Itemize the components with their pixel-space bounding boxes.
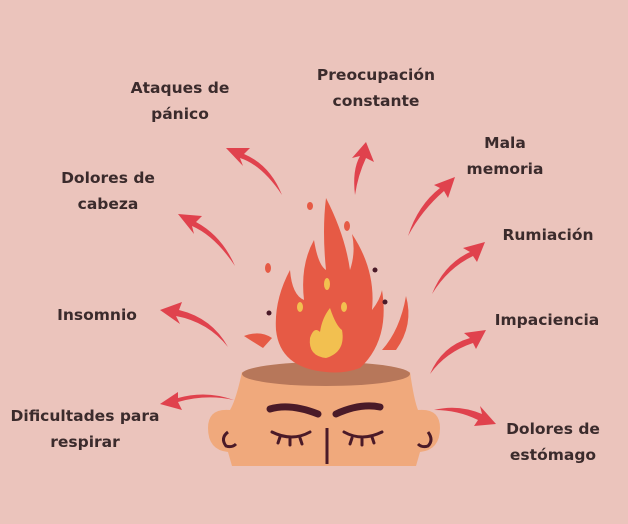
arrow-impatience: [430, 330, 486, 374]
label-line: Insomnio: [57, 306, 137, 324]
label-line: constante: [332, 92, 420, 110]
label-breathing-difficulty: Dificultades para respirar: [11, 403, 160, 455]
arrow-headache: [178, 214, 235, 266]
arrow-worry: [352, 142, 374, 195]
flame-icon: [244, 198, 409, 373]
label-stomach-ache: Dolores de estómago: [506, 416, 600, 468]
head-shape: [208, 372, 440, 466]
eyebrow-left: [266, 403, 322, 418]
label-line: Rumiación: [502, 226, 594, 244]
label-line: Ataques de: [130, 79, 230, 97]
label-line: Mala: [484, 134, 526, 152]
ear-left: [221, 430, 238, 449]
label-bad-memory: Mala memoria: [467, 130, 544, 182]
label-rumination: Rumiación: [502, 222, 593, 248]
head: [208, 362, 440, 466]
label-line: pánico: [151, 105, 209, 123]
label-line: estómago: [509, 446, 597, 464]
label-impatience: Impaciencia: [495, 307, 599, 333]
label-line: Impaciencia: [494, 311, 600, 329]
label-line: Dificultades para: [10, 407, 160, 425]
label-line: cabeza: [77, 195, 139, 213]
arrows: [160, 142, 496, 426]
arrow-stomach: [434, 406, 496, 426]
label-line: memoria: [466, 160, 544, 178]
label-headache: Dolores de cabeza: [61, 165, 155, 217]
label-panic-attacks: Ataques de pánico: [131, 75, 230, 127]
arrow-memory: [408, 177, 455, 236]
label-constant-worry: Preocupación constante: [317, 62, 435, 114]
arrow-insomnia: [160, 302, 228, 347]
label-insomnia: Insomnio: [57, 302, 137, 328]
eye-left: [270, 430, 312, 447]
arrow-panic: [226, 148, 282, 195]
ear-right: [416, 431, 433, 449]
label-line: Dolores de: [506, 420, 600, 438]
head-opening: [242, 362, 410, 386]
eyebrow-right: [332, 402, 384, 418]
eye-right: [342, 430, 384, 447]
label-line: respirar: [50, 433, 120, 451]
arrow-rumination: [432, 242, 485, 294]
arrow-breathing: [160, 392, 234, 410]
label-line: Preocupación: [316, 66, 436, 84]
label-line: Dolores de: [61, 169, 155, 187]
